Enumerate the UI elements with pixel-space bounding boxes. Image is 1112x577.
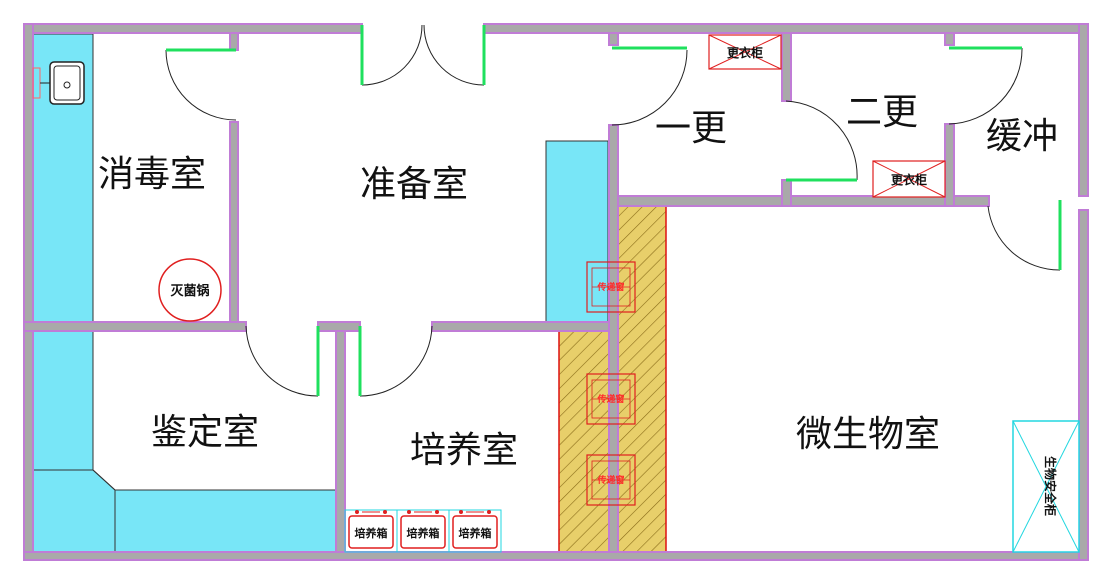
- door-swing-icon: [165, 49, 237, 121]
- sink-icon: [32, 61, 85, 105]
- room-label-identification: 鉴定室: [151, 412, 259, 453]
- room-labels: 消毒室 准备室 一更 二更 缓冲 鉴定室 培养室 微生物室: [98, 92, 1058, 471]
- incubator-icon: 培养箱: [448, 509, 502, 553]
- locker-label-1: 更衣柜: [727, 45, 763, 60]
- wall-mid-center-b: [431, 321, 619, 332]
- door-swing-icon: [987, 205, 1061, 271]
- incubator-icon: 培养箱: [344, 509, 398, 553]
- wall-disinfection-upper: [229, 32, 239, 51]
- door-swing-icon: [948, 47, 1023, 125]
- wall-prep-right: [608, 32, 619, 46]
- wall-ch2-buffer-lower: [944, 123, 955, 207]
- pass-box-icon: 传递窗: [586, 261, 636, 313]
- autoclave-label: 灭菌锅: [169, 283, 209, 299]
- wall-ch1-ch2-upper: [781, 32, 792, 102]
- room-label-disinfection: 消毒室: [98, 154, 206, 195]
- wall-outer-left: [23, 23, 34, 561]
- door-swing-icon: [423, 24, 485, 86]
- pass-box-label-2: 传递窗: [596, 393, 624, 405]
- door-swing-icon: [785, 100, 858, 181]
- wall-outer-top-right: [483, 23, 1089, 34]
- wall-outer-top-left: [23, 23, 363, 34]
- pass-box-label-1: 传递窗: [596, 281, 624, 293]
- pass-box-icon: 传递窗: [586, 454, 636, 506]
- wall-disinfection-lower: [229, 121, 239, 323]
- room-label-changing2: 二更: [846, 92, 918, 133]
- incubator-label-3: 培养箱: [459, 526, 492, 540]
- room-label-changing1: 一更: [655, 108, 727, 149]
- hatch-micro-side: [617, 205, 667, 553]
- door-swing-icon: [245, 325, 319, 397]
- wall-outer-bottom: [23, 551, 1089, 561]
- wall-ch1-ch2-lower: [781, 179, 792, 207]
- room-label-culture: 培养室: [410, 430, 518, 471]
- locker-icon: 更衣柜: [708, 34, 782, 70]
- room-label-microbiology: 微生物室: [796, 414, 940, 455]
- pass-box-icon: 传递窗: [586, 373, 636, 425]
- incubator-label-2: 培养箱: [407, 526, 440, 540]
- autoclave: 灭菌锅: [158, 258, 222, 322]
- wall-outer-right-upper: [1078, 23, 1089, 197]
- wall-outer-right-lower: [1078, 209, 1089, 561]
- room-label-preparation: 准备室: [360, 164, 468, 205]
- incubator-label-1: 培养箱: [355, 526, 388, 540]
- wall-mid-center-a: [317, 321, 361, 332]
- room-label-buffer: 缓冲: [986, 116, 1058, 157]
- door-swing-icon: [611, 49, 688, 126]
- wall-ident-culture: [335, 330, 346, 553]
- biosafety-cabinet-label: 生物安全柜: [1043, 456, 1058, 516]
- locker-icon: 更衣柜: [872, 160, 946, 198]
- benches: [32, 33, 609, 553]
- bench-preparation: [545, 140, 609, 323]
- locker-label-2: 更衣柜: [891, 172, 927, 187]
- pass-box-label-3: 传递窗: [596, 474, 624, 486]
- bench-seam: [92, 469, 116, 491]
- wall-mid-left: [23, 321, 247, 332]
- walls: [23, 23, 1089, 561]
- door-swing-icon: [359, 325, 433, 397]
- wall-prep-right-lower: [608, 124, 619, 553]
- doors: [165, 24, 1062, 397]
- door-swing-icon: [361, 24, 423, 86]
- wall-ch2-buffer-upper: [944, 32, 955, 46]
- hatch-culture-side: [558, 330, 610, 553]
- biosafety-cabinet-icon: 生物安全柜: [1012, 420, 1080, 553]
- incubator-icon: 培养箱: [396, 509, 450, 553]
